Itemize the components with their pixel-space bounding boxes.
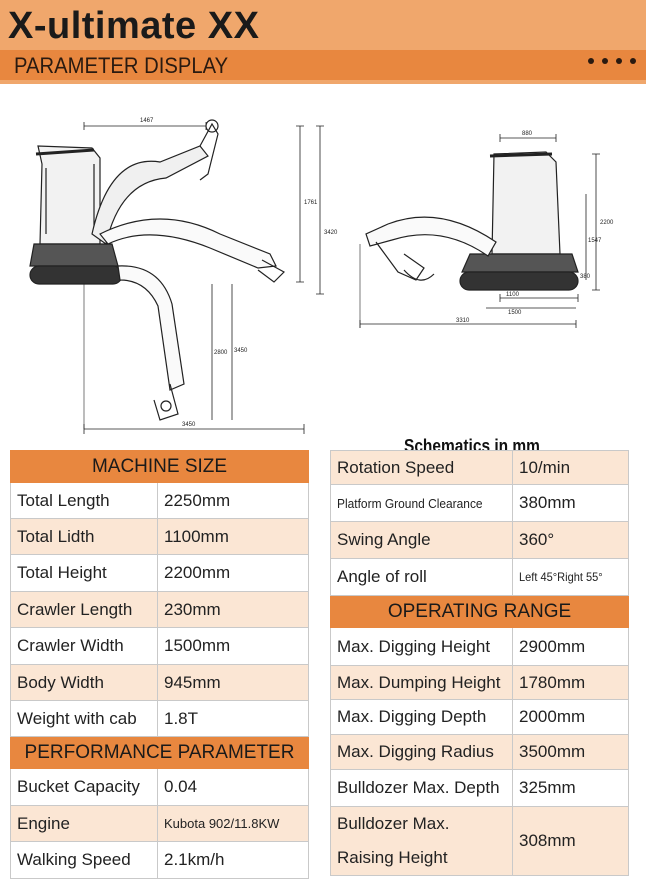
spec-value: 380mm — [512, 484, 629, 522]
spec-label: Max. Dumping Height — [330, 665, 513, 700]
spec-value: 230mm — [157, 591, 309, 628]
dim-label: 1761 — [304, 200, 318, 206]
spec-value: Kubota 902/11.8KW — [157, 805, 309, 842]
spec-label: Swing Angle — [330, 521, 513, 559]
spec-value: 2900mm — [512, 627, 629, 666]
spec-value: 1100mm — [157, 518, 309, 555]
spec-value: 1500mm — [157, 627, 309, 665]
brand-title: X-ultimate XX — [8, 5, 260, 47]
spec-label: Bulldozer Max. Depth — [330, 769, 513, 807]
spec-label: Weight with cab — [10, 700, 158, 737]
dim-label: 1100 — [506, 292, 520, 298]
schematic-drawing: 1467 1761 3420 2800 3450 3450 880 2200 1… — [29, 118, 614, 434]
dim-label: 880 — [522, 131, 533, 137]
spec-label: Engine — [10, 805, 158, 842]
spec-value: 945mm — [157, 664, 309, 701]
dim-label: 3420 — [324, 230, 338, 236]
front-view-excavator — [359, 134, 600, 328]
spec-value: 325mm — [512, 769, 629, 807]
spec-label: Platform Ground Clearance — [330, 484, 513, 522]
spec-value: 10/min — [512, 450, 629, 485]
spec-value: 3500mm — [512, 734, 629, 770]
machine-size-header: MACHINE SIZE — [10, 450, 309, 483]
section-subtitle: PARAMETER DISPLAY — [14, 53, 229, 78]
spec-label: Crawler Width — [10, 627, 158, 665]
spec-label-line: Bulldozer Max. — [337, 814, 450, 833]
spec-label: Bulldozer Max. Raising Height — [330, 806, 513, 876]
spec-label: Total Length — [10, 482, 158, 519]
dots-decoration — [588, 58, 636, 64]
operating-range-header: OPERATING RANGE — [330, 595, 629, 628]
spec-label: Max. Digging Depth — [330, 699, 513, 735]
spec-label: Max. Digging Height — [330, 627, 513, 666]
spec-label: Total Height — [10, 554, 158, 592]
dim-label: 2800 — [214, 350, 228, 356]
spec-label-line: Raising Height — [337, 848, 448, 867]
spec-value: 1.8T — [157, 700, 309, 737]
spec-value: 1780mm — [512, 665, 629, 700]
subtitle-bar — [0, 50, 646, 80]
dim-label: 2200 — [600, 220, 614, 226]
spec-value: 360° — [512, 521, 629, 559]
spec-label: Body Width — [10, 664, 158, 701]
spec-label: Bucket Capacity — [10, 768, 158, 806]
spec-value: 308mm — [512, 806, 629, 876]
side-view-excavator — [29, 119, 324, 434]
dim-label: 3450 — [234, 348, 248, 354]
dim-label: 3310 — [456, 318, 470, 324]
spec-value: 2.1km/h — [157, 841, 309, 879]
spec-label: Rotation Speed — [330, 450, 513, 485]
spec-label: Walking Speed — [10, 841, 158, 879]
dim-label: 1500 — [508, 310, 522, 316]
dim-label: 3450 — [182, 422, 196, 428]
spec-label: Crawler Length — [10, 591, 158, 628]
spec-value: 0.04 — [157, 768, 309, 806]
spec-label: Angle of roll — [330, 558, 513, 596]
dim-label: 1467 — [140, 118, 154, 124]
spec-value: Left 45°Right 55° — [512, 558, 629, 596]
schematic-area: 1467 1761 3420 2800 3450 3450 880 2200 1… — [0, 84, 646, 456]
spec-value: 2250mm — [157, 482, 309, 519]
spec-label: Max. Digging Radius — [330, 734, 513, 770]
dim-label: 1547 — [588, 238, 602, 244]
spec-label: Total Lidth — [10, 518, 158, 555]
spec-value: 2000mm — [512, 699, 629, 735]
spec-value: 2200mm — [157, 554, 309, 592]
dim-label: 380 — [580, 274, 591, 280]
performance-header: PERFORMANCE PARAMETER — [10, 736, 309, 769]
